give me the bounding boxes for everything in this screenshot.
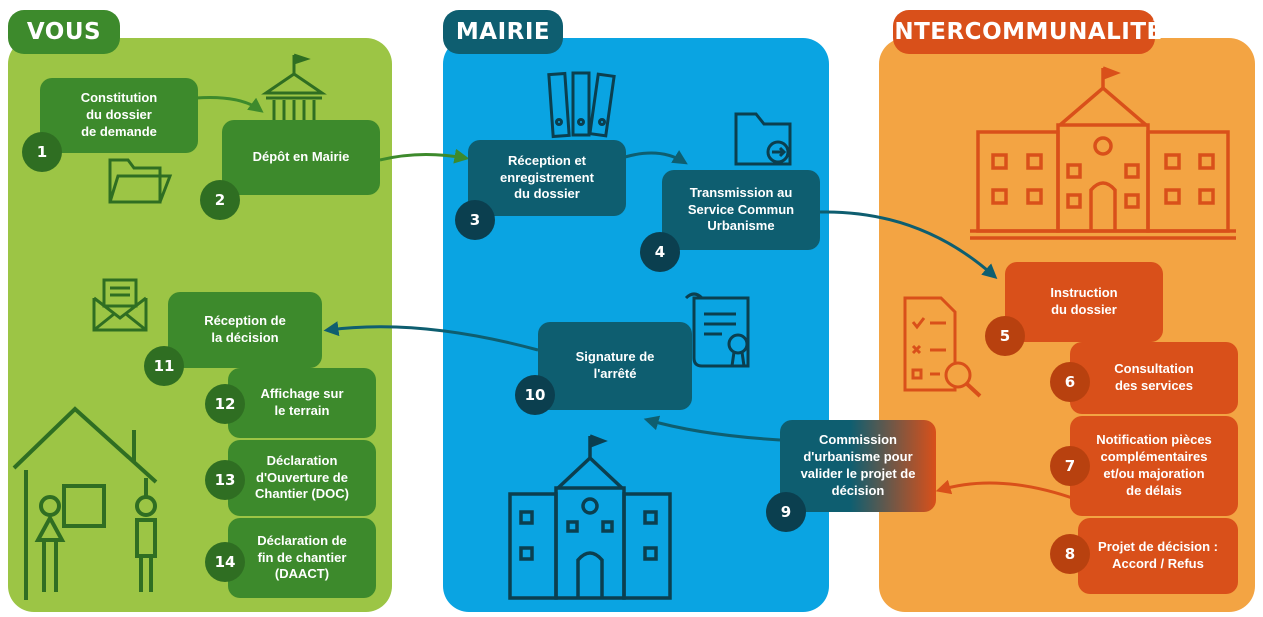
step-6-box: Consultation des services (1070, 342, 1238, 414)
step-8-box: Projet de décision : Accord / Refus (1078, 518, 1238, 594)
step-9-number: 9 (766, 492, 806, 532)
step-10-box: Signature de l'arrêté (538, 322, 692, 410)
step-1-number: 1 (22, 132, 62, 172)
step-9-box: Commission d'urbanisme pour valider le p… (780, 420, 936, 512)
column-title-vous: VOUS (8, 10, 120, 54)
step-10-number: 10 (515, 375, 555, 415)
step-14-box: Déclaration de fin de chantier (DAACT) (228, 518, 376, 598)
step-8-number: 8 (1050, 534, 1090, 574)
step-4-box: Transmission au Service Commun Urbanisme (662, 170, 820, 250)
column-title-intercommunalite: INTERCOMMUNALITÉ (885, 10, 1162, 54)
step-14-number: 14 (205, 542, 245, 582)
step-2-number: 2 (200, 180, 240, 220)
step-5-number: 5 (985, 316, 1025, 356)
step-7-number: 7 (1050, 446, 1090, 486)
step-13-box: Déclaration d'Ouverture de Chantier (DOC… (228, 440, 376, 516)
step-5-box: Instruction du dossier (1005, 262, 1163, 342)
step-11-number: 11 (144, 346, 184, 386)
step-3-box: Réception et enregistrement du dossier (468, 140, 626, 216)
step-13-number: 13 (205, 460, 245, 500)
step-7-box: Notification pièces complémentaires et/o… (1070, 416, 1238, 516)
step-2-box: Dépôt en Mairie (222, 120, 380, 195)
step-4-number: 4 (640, 232, 680, 272)
step-12-number: 12 (205, 384, 245, 424)
step-12-box: Affichage sur le terrain (228, 368, 376, 438)
step-3-number: 3 (455, 200, 495, 240)
step-6-number: 6 (1050, 362, 1090, 402)
step-11-box: Réception de la décision (168, 292, 322, 368)
step-1-box: Constitution du dossier de demande (40, 78, 198, 153)
column-title-mairie: MAIRIE (443, 10, 563, 54)
